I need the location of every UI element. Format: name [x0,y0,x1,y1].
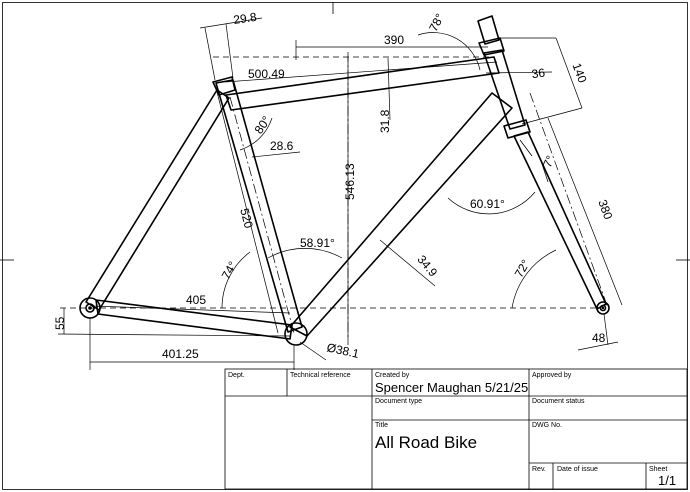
headset-top [478,37,505,56]
dept-label: Dept. [228,372,245,379]
dimension-lines [57,17,623,370]
dim-380: 380 [595,198,615,222]
technical-reference-label: Technical reference [290,372,351,379]
front-dropout [596,301,610,315]
dim-60-91: 60.91° [470,197,505,211]
dwg-no-label: DWG No. [532,422,562,429]
fork-crown [503,119,531,139]
dim-diameter-38-1: Ø38.1 [325,340,360,361]
dim-500-49: 500.49 [248,67,285,81]
dim-520: 520 [237,207,256,230]
title-value: All Road Bike [375,433,477,452]
rev-label: Rev. [532,466,546,473]
created-by-value: Spencer Maughan 5/21/25 [375,380,528,395]
dim-34-9: 34.9 [414,252,440,279]
seat-stay [85,89,230,311]
title-label: Title [375,422,388,429]
dim-80: 80° [252,113,274,136]
approved-by-label: Approved by [532,372,572,379]
dim-546-13: 546.13 [343,163,357,200]
dim-74: 74° [219,259,240,282]
document-status-label: Document status [532,398,585,405]
dim-401-25: 401.25 [162,347,199,361]
fork-blade [513,131,607,310]
dim-29-8: 29.8 [232,10,257,27]
date-of-issue-label: Date of issue [557,466,598,473]
dim-55: 55 [53,316,67,330]
down-tube [289,92,513,337]
document-type-label: Document type [375,398,422,405]
head-tube [483,49,526,130]
title-block: Dept. Technical reference Created by Spe… [224,368,688,490]
dim-58-91: 58.91° [300,236,335,250]
dim-78: 78° [426,11,447,34]
chain-stay [95,299,293,340]
dim-7: 7° [540,153,558,169]
steerer [477,15,500,45]
dim-36: 36 [531,65,546,81]
dim-72: 72° [512,257,533,280]
seat-tube [215,79,303,333]
sheet-value: 1/1 [658,473,676,488]
sheet-label: Sheet [649,466,667,473]
dim-405: 405 [186,293,206,307]
bottom-bracket [284,322,308,346]
dim-140: 140 [570,61,590,85]
dim-48: 48 [592,331,606,345]
created-by-label: Created by [375,372,410,379]
dim-31-8: 31.8 [378,109,392,133]
dim-28-6: 28.6 [270,139,294,153]
dim-390: 390 [384,33,404,47]
